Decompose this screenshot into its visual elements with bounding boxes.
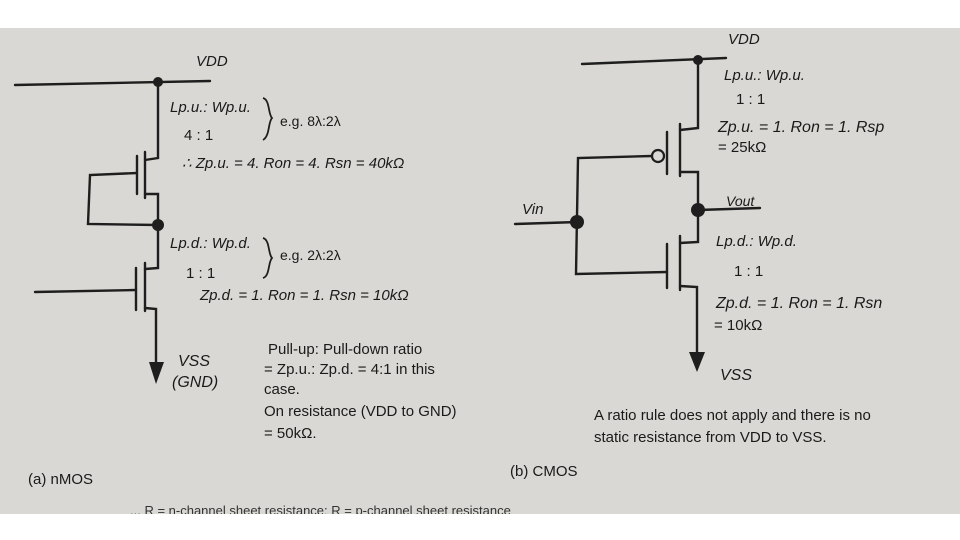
cmos-gate-tie (574, 154, 669, 276)
cmos-note-line1: A ratio rule does not apply and there is… (594, 407, 871, 424)
nmos-input-line (33, 288, 138, 294)
cmos-output-node (691, 203, 705, 217)
cmos-out-line (696, 206, 762, 212)
cmos-note-line2: static resistance from VDD to VSS. (594, 429, 827, 446)
nmos-pu-brace (262, 97, 274, 141)
cmos-nmos-source-wire (678, 284, 699, 365)
cmos-vdd-rail (580, 56, 728, 66)
footer-partial: ... R = n-channel sheet resistance; R = … (130, 503, 511, 514)
cmos-vdd-label: VDD (728, 31, 760, 48)
nmos-vss-arrow (149, 362, 164, 384)
nmos-vss-label: VSS (178, 353, 211, 370)
cmos-pd-z-line2: = 10kΩ (714, 317, 763, 334)
circuit-wires (13, 55, 762, 384)
nmos-pu-z: ∴ Zp.u. = 4. Ron = 4. Rsn = 40kΩ (182, 155, 405, 172)
nmos-vdd-rail (13, 79, 212, 87)
nmos-note-line2: = Zp.u.: Zp.d. = 4:1 in this (264, 361, 435, 378)
nmos-pd-z: Zp.d. = 1. Ron = 1. Rsn = 10kΩ (200, 287, 409, 304)
nmos-pd-values: 1 : 1 (186, 265, 216, 282)
nmos-pullup-source-wire (143, 192, 160, 271)
nmos-pulldown-source-wire (143, 306, 158, 375)
cmos-vin-label: Vin (522, 201, 544, 218)
cmos-pu-values: 1 : 1 (736, 91, 766, 108)
nmos-pu-eg: e.g. 8λ:2λ (280, 113, 341, 129)
nmos-vdd-node (153, 77, 163, 87)
cmos-pu-z-line1: Zp.u. = 1. Ron = 1. Rsp (718, 119, 885, 136)
cmos-vdd-node (693, 55, 703, 65)
nmos-pullup-gate-feedback (86, 171, 160, 227)
nmos-vdd-label: VDD (196, 53, 228, 70)
cmos-pu-ratio: Lp.u.: Wp.u. (724, 67, 805, 84)
cmos-input-node (570, 215, 584, 229)
nmos-pullup-drain-wire (143, 79, 160, 162)
cmos-pd-z-line1: Zp.d. = 1. Ron = 1. Rsn (716, 295, 883, 312)
cmos-vout-label: Vout (726, 193, 755, 209)
nmos-pd-eg: e.g. 2λ:2λ (280, 247, 341, 263)
nmos-output-node (152, 219, 164, 231)
cmos-pd-values: 1 : 1 (734, 263, 764, 280)
nmos-gnd-label: (GND) (172, 374, 219, 391)
nmos-caption: (a) nMOS (28, 471, 94, 488)
nmos-note-line3: case. (264, 381, 300, 398)
nmos-note-line4: On resistance (VDD to GND) (264, 403, 457, 420)
cmos-pu-z-line2: = 25kΩ (718, 139, 767, 156)
cmos-vdd-wire (678, 58, 700, 132)
nmos-note-line5: = 50kΩ. (264, 425, 317, 442)
nmos-pd-brace (262, 237, 274, 279)
cmos-pmos-bubble (650, 148, 666, 164)
cmos-caption: (b) CMOS (510, 463, 578, 480)
nmos-pd-ratio: Lp.d.: Wp.d. (170, 235, 251, 252)
nmos-pu-ratio: Lp.u.: Wp.u. (170, 99, 251, 116)
nmos-pu-values: 4 : 1 (184, 127, 214, 144)
diagram-photo: VDD Lp.u.: Wp.u. e.g. 8λ:2λ 4 : 1 ∴ Zp.u… (0, 28, 960, 514)
cmos-pd-ratio: Lp.d.: Wp.d. (716, 233, 797, 250)
cmos-input-line (513, 220, 580, 226)
cmos-vss-label: VSS (720, 367, 753, 384)
cmos-vss-arrow (689, 352, 705, 372)
nmos-note-line1: Pull-up: Pull-down ratio (268, 341, 423, 358)
